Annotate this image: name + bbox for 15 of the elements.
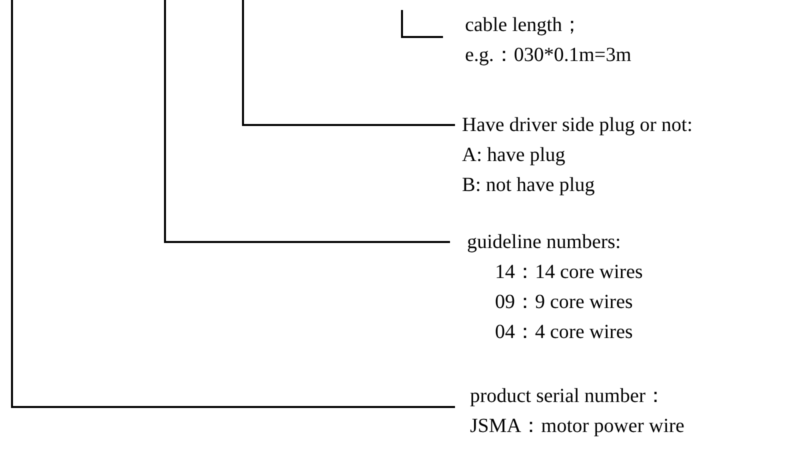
code-field-description: 04：4 core wires (494, 320, 634, 345)
code-field-heading: product serial number： (470, 384, 666, 409)
leader-line (11, 0, 455, 408)
code-field-description: B: not have plug (462, 173, 596, 198)
code-field-heading: guideline numbers: (467, 230, 622, 255)
code-field-description: 09：9 core wires (494, 290, 634, 315)
code-field-heading: Have driver side plug or not: (462, 113, 692, 138)
code-field-heading: cable length； (465, 13, 584, 38)
code-field-description: e.g.：030*0.1m=3m (465, 43, 632, 68)
leader-line (242, 0, 455, 126)
code-field-description: A: have plug (462, 143, 566, 168)
code-field-description: 14：14 core wires (494, 260, 643, 285)
leader-line (401, 10, 443, 38)
code-field-description: JSMA：motor power wire (470, 414, 684, 439)
leader-line (164, 0, 450, 243)
